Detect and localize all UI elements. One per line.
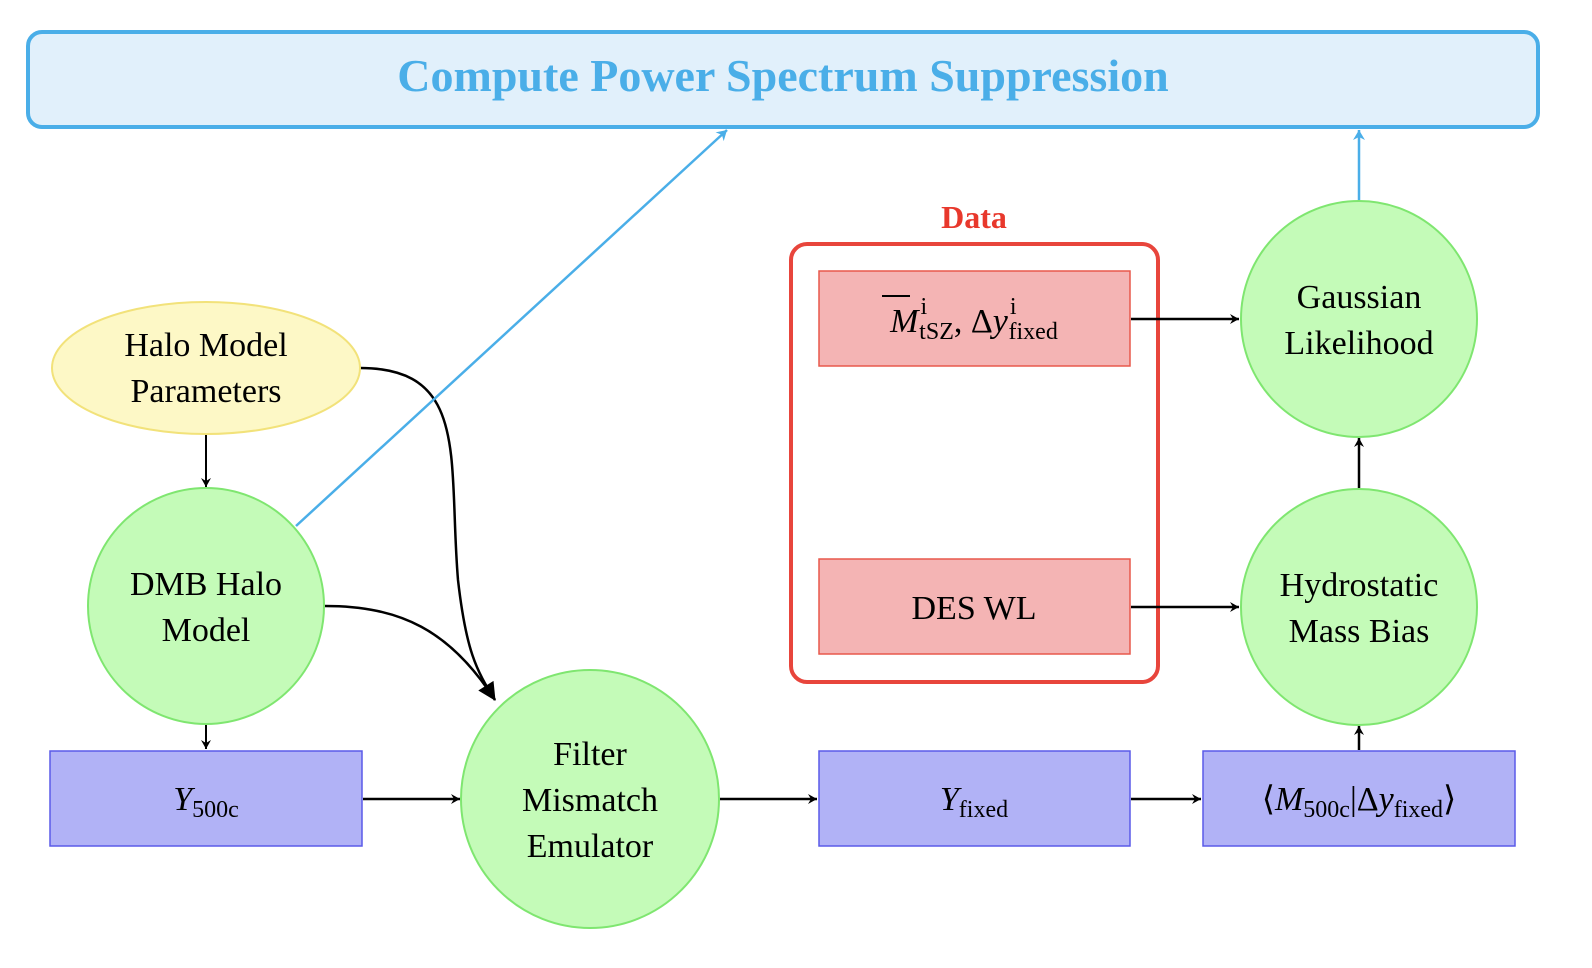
gaussian-likelihood-node: Gaussian Likelihood [1240,200,1478,438]
svg-text:Gaussian: Gaussian [1297,279,1422,316]
edges [201,129,1365,804]
edge-dmb-to-emulator [324,604,497,701]
compute-suppression-node: Compute Power Spectrum Suppression [26,30,1540,129]
hydrostatic-mass-bias-node: Hydrostatic Mass Bias [1240,488,1478,726]
svg-text:Parameters: Parameters [130,373,281,410]
svg-text:Y500c: Y500c [173,781,239,823]
filter-mismatch-emulator-node: Filter Mismatch Emulator [460,669,720,929]
svg-text:Mass Bias: Mass Bias [1289,613,1430,650]
title-label: Compute Power Spectrum Suppression [397,50,1168,101]
svg-text:DMB Halo: DMB Halo [130,566,282,603]
dmb-halo-model-node: DMB Halo Model [87,487,325,725]
halo-model-parameters-node: Halo Model Parameters [51,301,361,435]
edge-params-to-emulator [359,366,497,701]
svg-text:DES WL: DES WL [912,590,1037,627]
svg-text:Hydrostatic: Hydrostatic [1280,567,1439,604]
conditional-mass-node: ⟨M500c|Δyfixed⟩ [1202,750,1516,847]
svg-text:Mismatch: Mismatch [522,782,658,819]
svg-text:Model: Model [162,612,251,649]
data-group-label: Data [941,199,1007,235]
yfixed-node: Yfixed [818,750,1131,847]
svg-text:Likelihood: Likelihood [1284,325,1433,362]
des-wl-node: DES WL [818,558,1131,655]
svg-text:Emulator: Emulator [527,828,654,865]
svg-text:Filter: Filter [553,736,627,773]
y500c-node: Y500c [49,750,363,847]
svg-text:Halo Model: Halo Model [124,327,287,364]
edge-dmb-to-title [295,129,728,527]
svg-text:Yfixed: Yfixed [940,781,1008,823]
svg-text:⟨M500c|Δyfixed⟩: ⟨M500c|Δyfixed⟩ [1262,781,1457,823]
data-group: Data [789,199,1160,684]
